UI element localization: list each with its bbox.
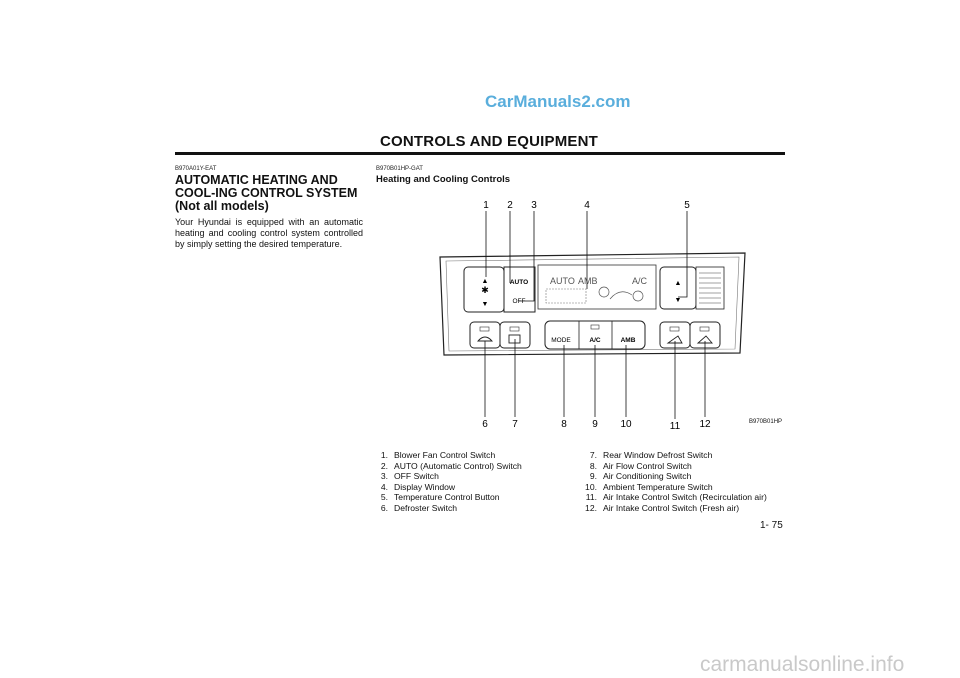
legend-text: Defroster Switch	[394, 502, 458, 513]
display-amb-text: AMB	[578, 276, 598, 286]
legend-number: 6.	[380, 502, 388, 513]
legend-text: Air Conditioning Switch	[603, 471, 692, 481]
callout-6: 6	[482, 419, 488, 430]
legend-number: 1.	[380, 450, 388, 460]
legend-item: 8. Air Flow Control Switch	[585, 461, 767, 472]
legend-right: 7. Rear Window Defrost Switch 8. Air Flow …	[585, 450, 767, 513]
legend-item: 10. Ambient Temperature Switch	[585, 482, 767, 493]
legend-number: 3.	[380, 471, 388, 481]
legend-item: 9. Air Conditioning Switch	[585, 471, 767, 482]
legend-number: 5.	[380, 492, 388, 502]
legend-item: 6. Defroster Switch	[376, 503, 522, 514]
fan-up-arrow: ▲	[482, 278, 489, 285]
callout-1: 1	[483, 200, 489, 211]
legend-text: Rear Window Defrost Switch	[603, 450, 713, 460]
legend-text: Ambient Temperature Switch	[603, 481, 713, 492]
display-window	[537, 264, 657, 310]
page-number: 1- 75	[760, 520, 783, 531]
right-section-code: B970B01HP-GAT	[376, 166, 423, 172]
legend-left: 1. Blower Fan Control Switch 2. AUTO (Auto…	[376, 450, 522, 513]
temp-down-arrow: ▼	[675, 297, 682, 304]
fan-down-arrow: ▼	[482, 301, 489, 308]
legend-text: Air Intake Control Switch (Recirculation…	[603, 492, 767, 502]
off-button-label: OFF	[513, 298, 526, 305]
defroster-indicator	[479, 326, 490, 332]
fresh-air-indicator	[699, 326, 710, 332]
ac-indicator	[590, 324, 600, 330]
display-fan-icon	[632, 290, 644, 302]
callout-3: 3	[531, 200, 537, 211]
legend-item: 4. Display Window	[376, 482, 522, 493]
footer-watermark: carmanualsonline.info	[700, 653, 905, 676]
left-body: Your Hyundai is equipped with an automat…	[175, 217, 363, 249]
legend-text: Air Flow Control Switch	[603, 460, 692, 471]
legend-number: 4.	[380, 481, 388, 492]
display-airflow-icon	[609, 291, 633, 300]
legend-text: AUTO (Automatic Control) Switch	[394, 460, 522, 471]
figure-code: B970B01HP	[749, 419, 783, 425]
defroster-icon	[477, 336, 493, 342]
left-heading: AUTOMATIC HEATING AND COOL-ING CONTROL S…	[175, 173, 358, 213]
left-section-code: B970A01Y-EAT	[175, 166, 217, 172]
mode-button-label: MODE	[551, 337, 571, 344]
legend-number: 11.	[585, 492, 597, 502]
auto-off-block	[503, 266, 536, 313]
legend-item: 12. Air Intake Control Switch (Fresh air)	[585, 503, 767, 514]
legend-item: 3. OFF Switch	[376, 471, 522, 482]
rear-defrost-icon	[508, 334, 521, 344]
legend-item: 2. AUTO (Automatic Control) Switch	[376, 461, 522, 472]
display-person-icon	[598, 286, 610, 298]
fan-icon: ✱	[481, 285, 489, 295]
callout-5: 5	[684, 200, 690, 211]
legend-text: Blower Fan Control Switch	[394, 450, 496, 460]
rear-defrost-indicator	[509, 326, 520, 332]
climate-control-diagram: ▲ ✱ ▼ AUTO OFF AUTO AMB A/C ▲ ▼ MODE A/C…	[439, 200, 746, 432]
legend-item: 11. Air Intake Control Switch (Recirculat…	[585, 492, 767, 503]
callout-2: 2	[507, 200, 513, 211]
amb-button-label: AMB	[621, 337, 636, 344]
legend-text: Temperature Control Button	[394, 492, 500, 502]
legend-number: 2.	[380, 460, 388, 471]
callout-12: 12	[699, 419, 711, 430]
callout-7: 7	[512, 419, 518, 430]
legend-text: OFF Switch	[394, 471, 439, 481]
legend-item: 5. Temperature Control Button	[376, 492, 522, 503]
display-ac-text: A/C	[632, 276, 648, 286]
temp-up-arrow: ▲	[675, 280, 682, 287]
callout-11: 11	[670, 421, 681, 432]
display-digits	[545, 288, 587, 304]
legend-number: 7.	[589, 450, 597, 460]
callout-8: 8	[561, 419, 567, 430]
legend-number: 9.	[589, 471, 597, 481]
legend-number: 10.	[585, 481, 597, 492]
legend-item: 7. Rear Window Defrost Switch	[585, 450, 767, 461]
callout-leader-lines	[484, 211, 706, 419]
legend-number: 8.	[589, 460, 597, 471]
temperature-scale-lines	[699, 272, 721, 304]
auto-button-label: AUTO	[510, 279, 528, 286]
legend-text: Display Window	[394, 481, 456, 492]
control-panel-inner	[445, 256, 740, 352]
callout-4: 4	[584, 200, 590, 211]
display-auto-text: AUTO	[550, 276, 575, 286]
section-title: CONTROLS AND EQUIPMENT	[380, 133, 599, 150]
callout-9: 9	[592, 419, 598, 430]
brand-watermark: CarManuals2.com	[485, 92, 631, 111]
ac-button-label: A/C	[589, 337, 601, 344]
callout-10: 10	[620, 419, 632, 430]
legend-item: 1. Blower Fan Control Switch	[376, 450, 522, 461]
section-rule	[175, 152, 785, 155]
legend-text: Air Intake Control Switch (Fresh air)	[603, 502, 740, 513]
legend-number: 12.	[585, 502, 597, 513]
right-heading: Heating and Cooling Controls	[376, 174, 511, 185]
recirculation-indicator	[669, 326, 680, 332]
